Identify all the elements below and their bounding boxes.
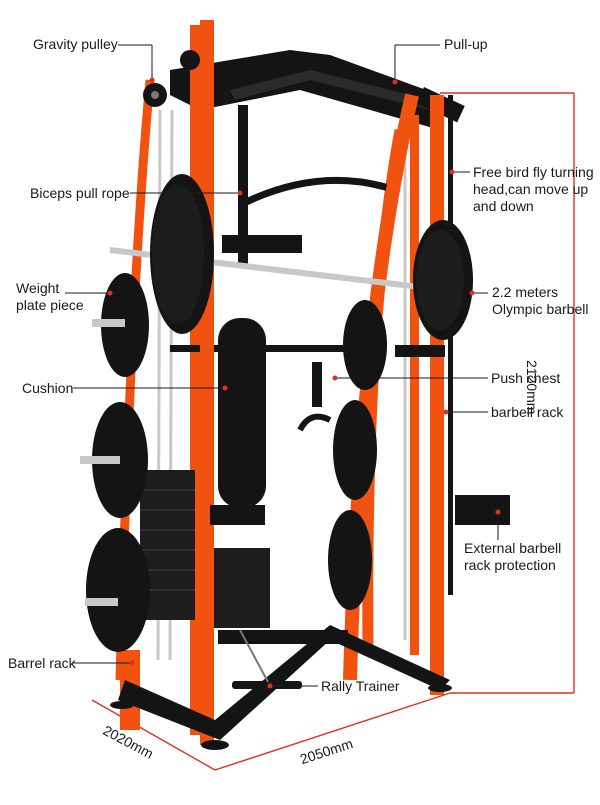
barbell-plate-right (413, 220, 473, 340)
label-ext-rack-line1: External barbell (464, 540, 562, 556)
label-external-barbell-rack: External barbell rack protection (464, 540, 561, 574)
top-frame (170, 50, 465, 265)
label-free-bird-line1: Free bird fly turning (473, 164, 594, 180)
label-weight-plate-line1: Weight (16, 280, 60, 296)
label-free-bird-line2: head,can move up (473, 181, 589, 197)
stored-plates-left (80, 273, 150, 652)
label-pull-up: Pull-up (444, 36, 488, 52)
height-dimension-text: 2120mm (524, 360, 540, 415)
barbell-rack-hooks (210, 345, 510, 525)
label-olympic-line1: 2.2 meters (492, 284, 559, 300)
gravity-pulley (143, 50, 200, 107)
label-olympic-line2: Olympic barbell (492, 301, 589, 317)
label-olympic-barbell: 2.2 meters Olympic barbell (492, 284, 588, 318)
callout-leaders (65, 44, 499, 687)
stored-plates-right (328, 300, 387, 610)
barbell-plate-left (150, 174, 214, 334)
height-dimension-line (440, 92, 575, 694)
machine-base (110, 625, 452, 750)
label-free-bird-line3: and down (473, 198, 534, 214)
label-rally-trainer: Rally Trainer (321, 678, 400, 694)
rally-trainer-handle (232, 629, 302, 689)
label-push-chest: Push chest (491, 370, 561, 386)
label-barbell-rack: barbell rack (491, 404, 564, 420)
label-ext-rack-line2: rack protection (464, 557, 556, 573)
lat-pulldown-bar (238, 176, 397, 209)
width-dimension-line (214, 692, 451, 771)
label-weight-plate-piece: Weight plate piece (16, 280, 84, 314)
label-cushion: Cushion (22, 380, 74, 396)
label-biceps-pull-rope: Biceps pull rope (30, 185, 130, 201)
label-gravity-pulley: Gravity pulley (33, 36, 118, 52)
label-weight-plate-line2: plate piece (16, 297, 84, 313)
label-barrel-rack: Barrel rack (8, 655, 76, 671)
label-free-bird-fly: Free bird fly turning head,can move up a… (473, 164, 594, 215)
callout-dots (107, 77, 501, 689)
depth-dimension-line (91, 699, 216, 771)
